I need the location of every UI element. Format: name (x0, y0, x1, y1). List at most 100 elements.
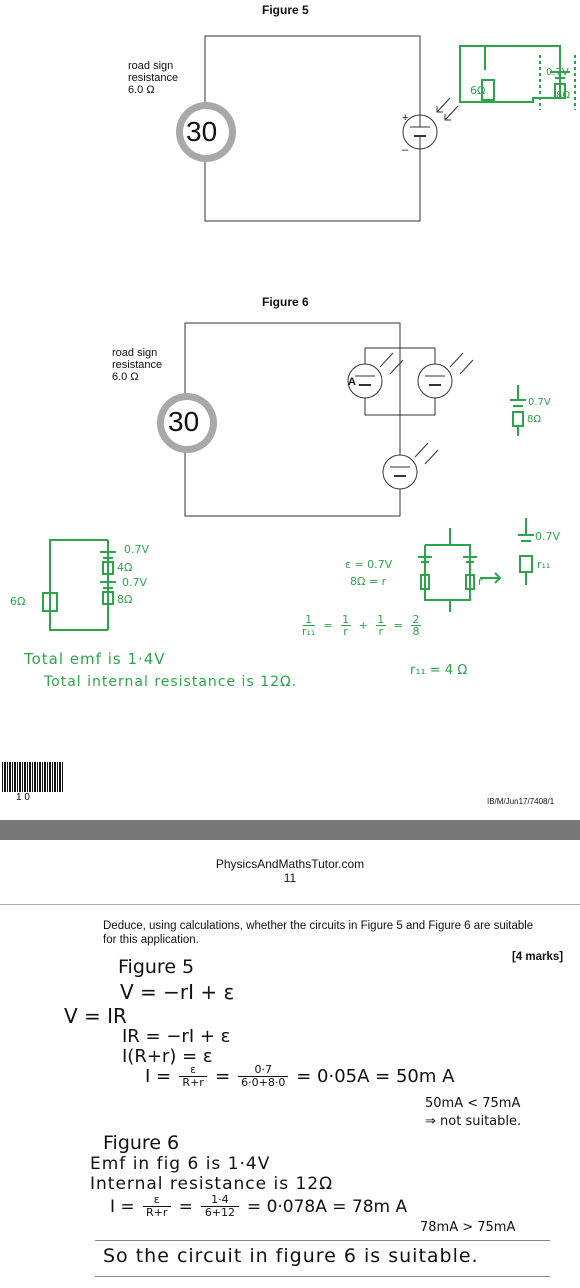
working-diagrams (42, 518, 534, 631)
r11-label: r₁₁ (537, 558, 551, 571)
ans-figure6: Figure 6 (103, 1132, 180, 1154)
annotation-8ohm: 8Ω (556, 90, 571, 101)
ans-ir-eq: IR = −rI + ε (122, 1026, 231, 1047)
r11-result: r₁₁ = 4 Ω (410, 663, 468, 678)
den: R+r (145, 1206, 168, 1219)
eq: = (215, 1066, 231, 1087)
frac-bar (375, 625, 386, 626)
num: 1 (377, 613, 385, 626)
road-sign-label-1: road sign resistance 6.0 Ω (128, 60, 178, 96)
frac-bar (142, 1206, 171, 1207)
frac-bar (200, 1206, 239, 1207)
ans-not-suitable: ⇒ not suitable. (425, 1114, 522, 1129)
i-eq: I = (110, 1196, 135, 1217)
ans-v-ir: V = IR (64, 1004, 127, 1028)
road-sign-label-2: road sign resistance 6.0 Ω (112, 347, 162, 383)
figure-6-circuit (157, 322, 526, 517)
plus: + (358, 619, 368, 632)
annotation-6ohm: 6Ω (470, 84, 486, 97)
page-1: Figure 5 road sign resistance 6.0 Ω (2, 3, 576, 806)
exam-code: IB/M/Jun17/7408/1 (487, 797, 555, 806)
label-line: road sign (128, 60, 174, 72)
answer-rule (95, 1276, 550, 1277)
site-name: PhysicsAndMathsTutor.com (215, 857, 365, 871)
frac-bar (340, 625, 351, 626)
i-eq: I = (145, 1066, 172, 1087)
den: 6·0+8·0 (241, 1076, 286, 1089)
total-emf: Total emf is 1·4V (24, 650, 166, 668)
ans-i-r-r: I(R+r) = ε (122, 1046, 213, 1067)
frac-bar (411, 625, 421, 626)
marks-label: [4 marks] (512, 951, 564, 963)
figure-5-title: Figure 5 (262, 3, 309, 17)
eq: = (178, 1196, 193, 1217)
ans-compare-5: 50mA < 75mA (425, 1096, 521, 1111)
num: 1 (305, 613, 313, 626)
sign-number-1: 30 (186, 116, 218, 147)
figure-5-circuit (176, 35, 576, 222)
equals: = (323, 619, 333, 632)
label-line: 6.0 Ω (112, 371, 139, 383)
num: 1 (342, 613, 350, 626)
ans-compare-6: 78mA > 75mA (420, 1220, 516, 1235)
question-text: Deduce, using calculations, whether the … (103, 920, 534, 946)
answer-rule (95, 1240, 550, 1241)
page-number-11: 11 (283, 871, 297, 885)
ans-emf-fig6: Emf in fig 6 is 1·4V (90, 1154, 271, 1174)
total-internal-resistance: Total internal resistance is 12Ω. (44, 674, 298, 690)
den: 8 (412, 625, 420, 638)
left-emf2: 0.7V (122, 576, 148, 589)
r-label: r (478, 575, 483, 588)
left-r6: 6Ω (10, 595, 26, 608)
barcode (2, 762, 64, 792)
page-2: PhysicsAndMathsTutor.com 11 Deduce, usin… (0, 840, 580, 1288)
label-line: road sign (112, 347, 158, 359)
num: ε (153, 1193, 160, 1206)
r-eq-label: 8Ω = r (350, 575, 387, 588)
ans-v-eq: V = −rI + ε (120, 980, 235, 1004)
den: r (343, 625, 348, 638)
label-line: 6.0 Ω (128, 84, 155, 96)
eps-label: ε = 0.7V (345, 558, 393, 571)
frac-bar (238, 1076, 289, 1077)
num: ε (190, 1063, 197, 1076)
ans-conclusion: So the circuit in figure 6 is suitable. (103, 1245, 479, 1267)
equals: = (393, 619, 403, 632)
label-line: resistance (128, 72, 179, 84)
frac-bar (302, 625, 315, 626)
figure-6-title: Figure 6 (262, 295, 309, 309)
annotation-emf: 0.7V (546, 67, 569, 78)
page-number-10: 1 0 (16, 792, 30, 803)
sign-number-2: 30 (168, 406, 200, 437)
result: = 0·05A = 50m A (296, 1066, 455, 1087)
left-r8: 8Ω (117, 593, 133, 606)
den: R+r (182, 1076, 204, 1089)
num: 0·7 (254, 1063, 272, 1076)
page-separator (0, 820, 580, 840)
page-2-border-top (0, 904, 580, 905)
cell-label-a: A (348, 376, 356, 388)
den: 6+12 (204, 1206, 236, 1219)
left-emf1: 0.7V (124, 543, 150, 556)
num: 1·4 (211, 1193, 229, 1206)
label-line: resistance (112, 359, 163, 371)
ans-internal-r: Internal resistance is 12Ω (90, 1174, 334, 1194)
num: 2 (412, 613, 420, 626)
fig6-annotation-emf: 0.7V (528, 397, 551, 408)
left-r4: 4Ω (117, 561, 133, 574)
den: r (378, 625, 384, 638)
den: r₁₁ (302, 625, 316, 638)
frac-bar (179, 1076, 208, 1077)
ans-figure5: Figure 5 (118, 956, 195, 978)
right-emf: 0.7V (535, 530, 561, 543)
